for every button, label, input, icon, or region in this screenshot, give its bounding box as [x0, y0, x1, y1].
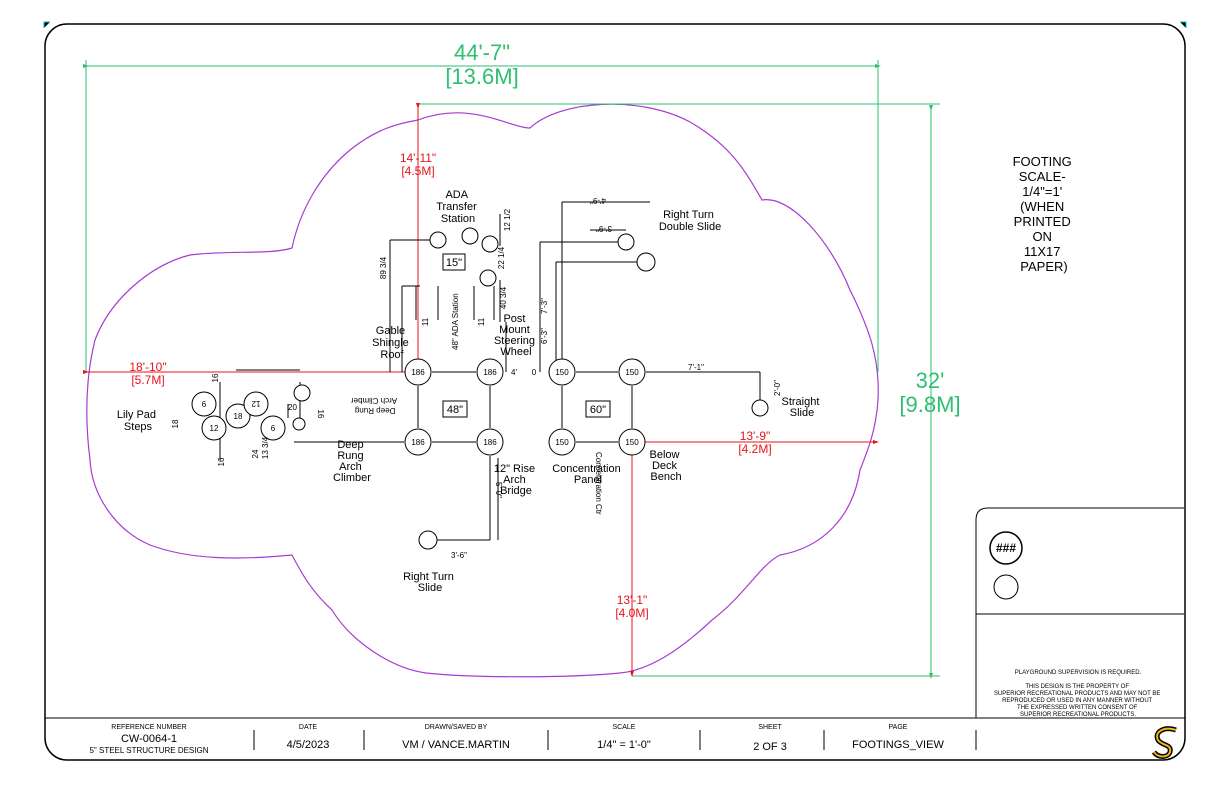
drawn-by-value: VM / VANCE.MARTIN: [402, 739, 510, 751]
scale-header: SCALE: [613, 724, 636, 731]
label-straight-slide: Straight Slide: [782, 396, 823, 419]
lily-footing-3: 12: [210, 424, 219, 433]
depth-dim-ft: 32': [916, 368, 945, 393]
company-logo-icon: [1151, 726, 1177, 759]
dim-11-b: 11: [477, 317, 486, 326]
lily-footing-5: 6: [271, 424, 276, 433]
dim-6-3: 6'-3": [540, 328, 549, 344]
tag-placeholder: ###: [996, 541, 1016, 555]
lily-footing-1: 6: [202, 400, 207, 409]
label-below-deck-bench: Below Deck Bench: [649, 449, 682, 483]
dim-20: 20: [288, 403, 297, 412]
use-zone-boundary: [86, 103, 879, 678]
ref-number-value: CW-0064-1: [121, 733, 177, 745]
dim-7-3: 7'-3": [540, 298, 549, 314]
top-offset-m: [4.5M]: [401, 164, 434, 178]
offset-dimensions: [83, 103, 879, 677]
structure-lines: [219, 201, 761, 541]
dim-40-3-4: 40 3/4: [499, 286, 508, 309]
dim-7-1: 7'-1": [688, 363, 704, 372]
label-arch-bridge: 12" Rise Arch Bridge: [494, 463, 538, 497]
sheet-border: [44, 23, 1186, 761]
ref-number-subtitle: 5" STEEL STRUCTURE DESIGN: [89, 746, 208, 755]
label-lily-pad: Lily Pad Steps: [117, 409, 159, 433]
dim-zero: 0: [532, 368, 537, 377]
bottom-offset-m: [4.0M]: [615, 606, 648, 620]
dim-5-0: 5'-0": [494, 482, 503, 498]
footing-a2: 186: [483, 368, 497, 377]
lily-footing-4: 12: [251, 399, 260, 408]
dim-3-6: 3'-6": [451, 551, 467, 560]
dim-13-3-4: 13 3/4: [261, 436, 270, 459]
footing-a4: 150: [625, 368, 639, 377]
right-offset-ft: 13'-9": [740, 429, 771, 443]
footing-scale-note: FOOTING SCALE- 1/4"=1' (WHEN PRINTED ON …: [1013, 154, 1076, 274]
drawn-by-header: DRAWN/SAVED BY: [425, 724, 488, 731]
label-post-mount-wheel: Post Mount Steering Wheel: [494, 313, 538, 358]
page-header: PAGE: [889, 724, 908, 731]
supervision-note: PLAYGROUND SUPERVISION IS REQUIRED.: [1015, 670, 1142, 676]
lily-footing-2: 18: [234, 412, 243, 421]
footing-a3: 150: [555, 368, 569, 377]
left-offset-ft: 18'-10": [129, 360, 166, 374]
deck-15: 15": [446, 257, 462, 269]
depth-dim-m: [9.8M]: [899, 392, 960, 417]
footing-b1: 186: [411, 438, 425, 447]
accessory-footings: [191, 227, 769, 550]
right-offset-m: [4.2M]: [738, 442, 771, 456]
dim-12-1-2: 12 1/2: [503, 208, 512, 231]
footing-b2: 186: [483, 438, 497, 447]
deck-boxes: [442, 253, 611, 418]
dim-16-b: 16: [217, 457, 226, 466]
label-gable-roof: Gable Shingle Roof: [372, 325, 412, 361]
scale-value: 1/4" = 1'-0": [597, 739, 651, 751]
dim-2-0: 2'-0": [773, 380, 782, 396]
title-block-lines: [45, 717, 1185, 750]
width-dim-m: [13.6M]: [445, 64, 518, 89]
label-concentration-panel: Concentration Panel: [552, 463, 624, 486]
date-value: 4/5/2023: [287, 739, 330, 751]
dim-18: 18: [171, 419, 180, 428]
sheet-value: 2 OF 3: [753, 741, 787, 753]
corner-ticks: [43, 21, 1187, 28]
side-info-box: [975, 507, 1184, 718]
bottom-offset-ft: 13'-1": [617, 593, 648, 607]
label-right-turn-slide: Right Turn Slide: [403, 571, 457, 594]
label-deep-rung: Deep Rung Arch Climber: [333, 439, 371, 484]
dim-16-a: 16: [211, 373, 220, 382]
dim-4-9: 4'-9": [590, 196, 606, 205]
post-footings: [404, 358, 646, 456]
label-concentration-vertical: Concentration Ctr: [594, 452, 603, 515]
overall-dimensions: [83, 60, 940, 679]
label-deep-rung-mirror: Deep Rung Arch Climber: [351, 396, 398, 415]
date-header: DATE: [299, 724, 317, 731]
page-value: FOOTINGS_VIEW: [852, 739, 944, 751]
dim-22-1-4: 22 1/4: [497, 246, 506, 269]
legal-note: THIS DESIGN IS THE PROPERTY OF SUPERIOR …: [994, 684, 1162, 718]
left-offset-m: [5.7M]: [131, 373, 164, 387]
footing-a1: 186: [411, 368, 425, 377]
label-right-turn-double: Right Turn Double Slide: [659, 209, 721, 233]
deck-60: 60": [590, 404, 606, 416]
ref-number-header: REFERENCE NUMBER: [111, 724, 186, 731]
top-offset-ft: 14'-11": [400, 151, 436, 165]
deck-48: 48": [447, 404, 463, 416]
label-ada-station-vertical: 48" ADA Station: [451, 293, 460, 350]
dim-89-3-4: 89 3/4: [379, 256, 388, 279]
dim-4ft: 4': [511, 368, 517, 377]
footing-b4: 150: [625, 438, 639, 447]
label-ada-transfer: ADA Transfer Station: [436, 189, 480, 225]
width-dim-ft: 44'-7": [454, 40, 510, 65]
sheet-header: SHEET: [758, 724, 782, 731]
footing-b3: 150: [555, 438, 569, 447]
dim-16-c: 16: [316, 410, 325, 419]
dim-11-a: 11: [421, 317, 430, 326]
dim-24: 24: [251, 449, 260, 458]
dim-3-9: 3'-9": [596, 224, 612, 233]
